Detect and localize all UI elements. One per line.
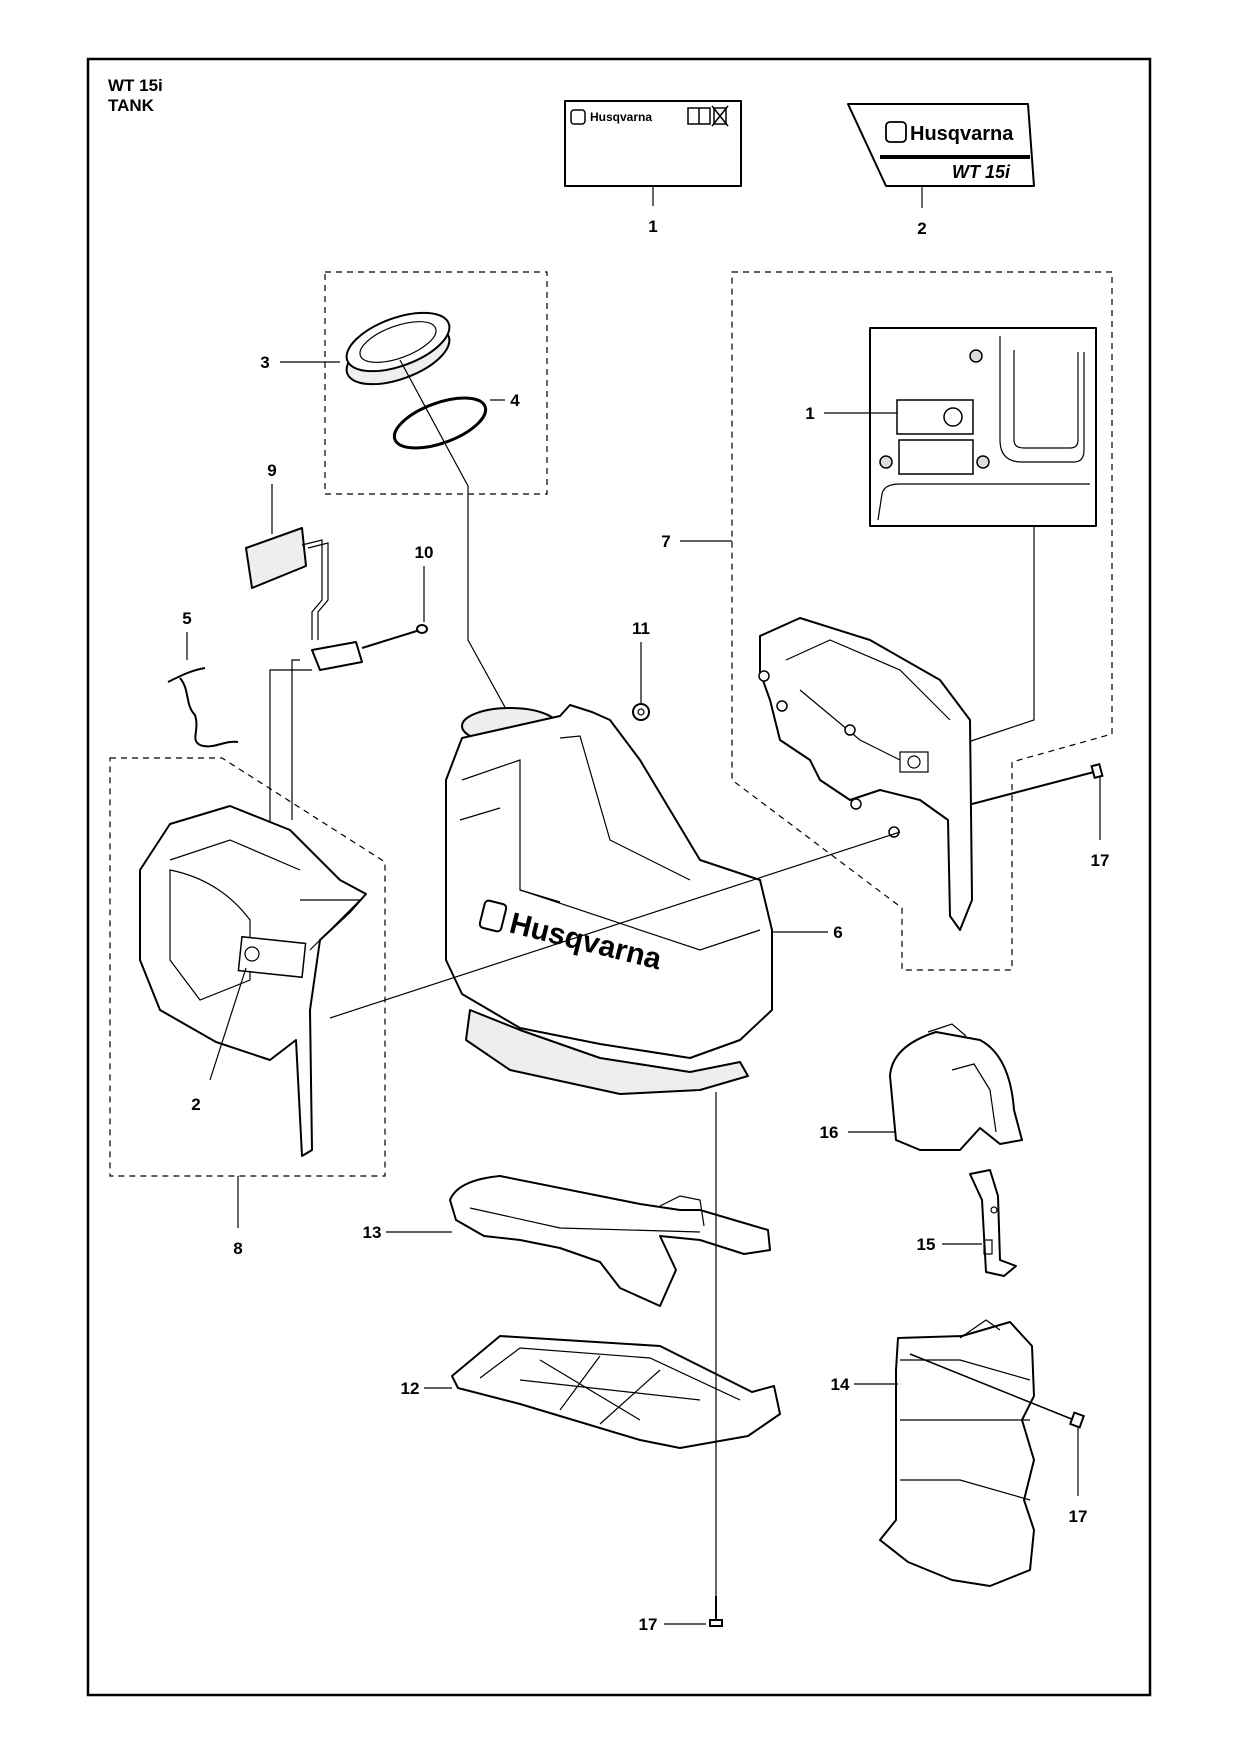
leader-2-left <box>209 967 247 1081</box>
callout-6: 6 <box>833 923 842 942</box>
tank-logo-crown-icon <box>478 899 508 933</box>
housing-left-group-box <box>109 757 386 1177</box>
detail-inset <box>869 327 1097 527</box>
part-17-screw-lower <box>909 1353 1086 1429</box>
leader-housing-link <box>329 831 901 1019</box>
recycle-bin-icon <box>711 105 729 127</box>
callout-7: 7 <box>661 532 670 551</box>
callout-1-top: 1 <box>648 217 657 236</box>
decal-brand: Husqvarna <box>910 123 1014 145</box>
part-4-o-ring <box>392 396 488 450</box>
callout-3: 3 <box>260 353 269 372</box>
part-17-screw-bottom <box>709 1596 723 1627</box>
callout-10: 10 <box>415 543 434 562</box>
leader-cap-to-tank <box>399 359 513 721</box>
part-14-rear-shell <box>879 1319 1035 1587</box>
callout-2-top: 2 <box>917 219 926 238</box>
callout-15: 15 <box>917 1235 936 1254</box>
callout-5: 5 <box>182 609 191 628</box>
part-16-cover <box>889 1023 1023 1151</box>
part-1-label: Husqvarna <box>564 100 742 187</box>
part-11-nut <box>632 703 650 721</box>
callout-11: 11 <box>632 619 650 638</box>
manual-book-icon <box>687 107 711 125</box>
decal-logo-crown-icon <box>885 121 907 143</box>
callout-4: 4 <box>510 391 520 410</box>
callout-17-bottom: 17 <box>639 1615 658 1634</box>
part-15-clip <box>969 1169 1017 1277</box>
callout-13: 13 <box>363 1223 382 1242</box>
part-5-wire-harness <box>167 667 239 748</box>
part-3-filler-cap <box>345 311 451 386</box>
decal-model: WT 15i <box>952 162 1011 182</box>
callout-9: 9 <box>267 461 276 480</box>
callout-2-left: 2 <box>191 1095 200 1114</box>
diagram-title: WT 15i TANK <box>108 76 163 116</box>
part-2-decal: Husqvarna WT 15i <box>847 103 1035 187</box>
part-10-screw <box>361 624 428 649</box>
callout-8: 8 <box>233 1239 242 1258</box>
callout-16: 16 <box>820 1123 839 1142</box>
part-8-housing-left <box>139 805 367 1157</box>
callout-12: 12 <box>401 1379 420 1398</box>
part-7-housing-right <box>758 617 973 931</box>
leader-inset-to-housing <box>967 526 1035 743</box>
part-9-sensor-board <box>245 527 363 671</box>
housing-right-group-box <box>731 271 1113 971</box>
part-6-water-tank: Husqvarna <box>445 704 773 1095</box>
callout-17-right: 17 <box>1091 851 1110 870</box>
section-name: TANK <box>108 96 154 115</box>
part-13-tray <box>449 1175 771 1307</box>
logo-crown-icon <box>570 109 586 125</box>
part-17-screw-right <box>971 762 1104 805</box>
model-name: WT 15i <box>108 76 163 95</box>
page-frame <box>86 57 1152 1697</box>
callout-17-lower: 17 <box>1069 1507 1088 1526</box>
part-12-base <box>451 1335 781 1449</box>
cap-group-box <box>324 271 548 495</box>
label-brand: Husqvarna <box>590 110 652 124</box>
leader-board-route-2 <box>291 659 300 820</box>
callout-14: 14 <box>831 1375 850 1394</box>
callout-1-inset: 1 <box>805 404 814 423</box>
leader-board-route <box>269 669 312 860</box>
